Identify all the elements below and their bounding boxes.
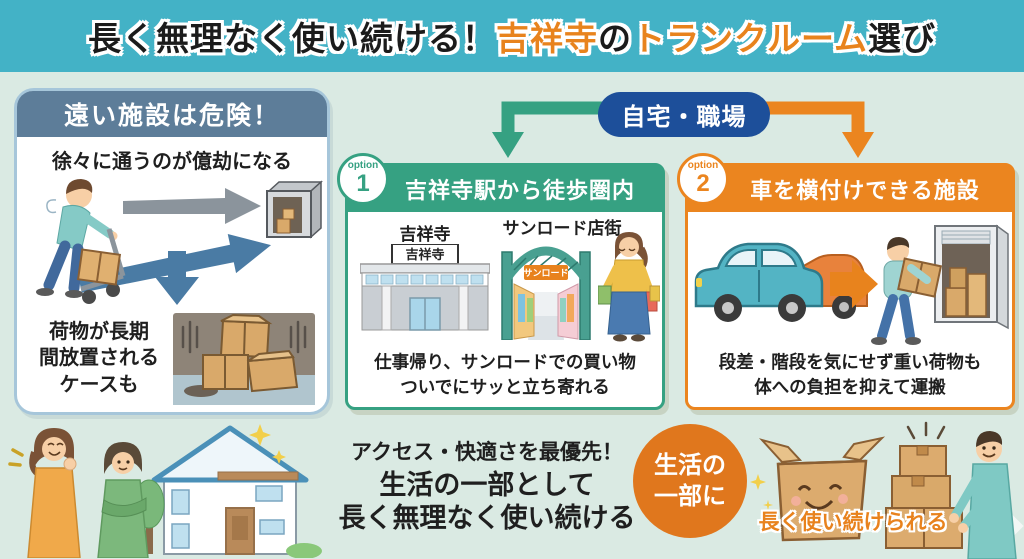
sunroad-arcade-illustration: サンロード — [501, 246, 591, 340]
option2-caption-line2: 体への負担を抑えて運搬 — [754, 377, 946, 398]
option1-caption: 仕事帰り、サンロードでの買い物 ついでにサッと立ち寄れる — [348, 350, 662, 401]
happy-woman-illustration — [8, 428, 81, 558]
arcade-sign-text: サンロード — [523, 268, 568, 278]
option2-badge-number: 2 — [696, 170, 710, 198]
option1-badge-number: 1 — [356, 170, 370, 198]
down-arrow-icon — [155, 251, 199, 305]
home-workplace-badge: 自宅・職場 — [598, 92, 770, 137]
couple-and-house-illustration — [8, 424, 322, 558]
option1-badge: option 1 — [337, 153, 389, 205]
circle-line1: 生活の — [654, 451, 726, 479]
conclusion-line1: アクセス・快適さを最優先！ — [351, 441, 623, 464]
option1-panel: option 1 吉祥寺駅から徒歩圏内 吉祥寺 サンロード店街 吉祥寺 — [337, 153, 665, 410]
abandoned-boxes-illustration — [173, 313, 315, 405]
danger-caption-line2: 間放置される — [39, 347, 159, 370]
circle-line2: 一部に — [654, 483, 726, 510]
transfer-arrow-icon — [830, 260, 878, 308]
car-loading-illustration — [694, 224, 1009, 345]
title-part-4: トランクルーム — [631, 20, 869, 57]
title-banner: 長く無理なく使い続ける！吉祥寺のトランクルーム選び — [0, 0, 1024, 72]
conclusion-line3: 長く無理なく使い続ける — [338, 502, 636, 533]
title-part-2: 吉祥寺 — [495, 20, 598, 57]
happy-boxes-illustration — [750, 421, 1024, 559]
green-connector-arrow — [492, 101, 612, 158]
option1-header: 吉祥寺駅から徒歩圏内 — [348, 166, 662, 212]
arcade-label: サンロード店街 — [502, 219, 622, 238]
loading-man-illustration — [871, 237, 943, 345]
option1-caption-line1: 仕事帰り、サンロードでの買い物 — [374, 352, 636, 372]
danger-panel-header: 遠い施設は危険！ — [17, 91, 327, 137]
danger-caption-line1: 荷物が長期 — [49, 321, 149, 343]
station-building-illustration: 吉祥寺 — [360, 244, 490, 331]
page-title: 長く無理なく使い続ける！吉祥寺のトランクルーム選び — [88, 12, 936, 60]
title-part-1: 長く無理なく使い続ける！ — [87, 20, 496, 57]
title-part-3: の — [597, 20, 632, 57]
storage-unit-icon — [266, 180, 323, 239]
teal-car-icon — [694, 242, 824, 322]
orange-connector-arrow — [758, 101, 874, 158]
danger-caption-line3: ケースも — [59, 373, 139, 396]
title-part-5: 選び — [868, 20, 937, 57]
option2-caption-line1: 段差・階段を気にせず重い荷物も — [718, 352, 982, 372]
hand-truck-icon — [76, 228, 126, 304]
carrying-man-illustration — [949, 431, 1024, 559]
sparkle-icon — [249, 424, 286, 464]
conclusion-text: アクセス・快適さを最優先！ 生活の一部として 長く無理なく使い続ける — [322, 436, 652, 535]
station-sign-text: 吉祥寺 — [405, 247, 444, 262]
danger-panel: 遠い施設は危険！ 徐々に通うのが億劫になる — [14, 88, 330, 415]
smiling-man-illustration — [97, 442, 149, 558]
station-label: 吉祥寺 — [399, 225, 451, 244]
option2-header: 車を横付けできる施設 — [688, 166, 1012, 212]
boxes-caption: 長く使い続けられる — [758, 511, 948, 534]
option2-caption: 段差・階段を気にせず重い荷物も 体への負担を抑えて運搬 — [688, 350, 1012, 401]
conclusion-line2: 生活の一部として — [379, 470, 595, 500]
option1-badge-word: option — [347, 160, 379, 172]
smiling-box-icon — [758, 436, 886, 542]
shopper-woman-illustration — [598, 232, 660, 342]
tired-person-illustration — [36, 179, 118, 298]
sparkle-icon — [750, 474, 773, 510]
storage-room-icon — [934, 224, 1009, 330]
life-part-circle-badge: 生活の 一部に — [633, 424, 747, 538]
option1-caption-line2: ついでにサッと立ち寄れる — [400, 377, 610, 398]
danger-caption-bottom: 荷物が長期 間放置される ケースも — [25, 319, 173, 398]
stacked-boxes-icon — [885, 421, 963, 549]
house-icon — [133, 425, 322, 558]
option2-badge: option 2 — [677, 153, 729, 205]
option2-panel: option 2 車を横付けできる施設 — [677, 153, 1015, 410]
danger-caption-top: 徐々に通うのが億劫になる — [52, 151, 292, 173]
distance-arrow-gray — [123, 188, 261, 224]
option2-badge-word: option — [687, 160, 719, 172]
